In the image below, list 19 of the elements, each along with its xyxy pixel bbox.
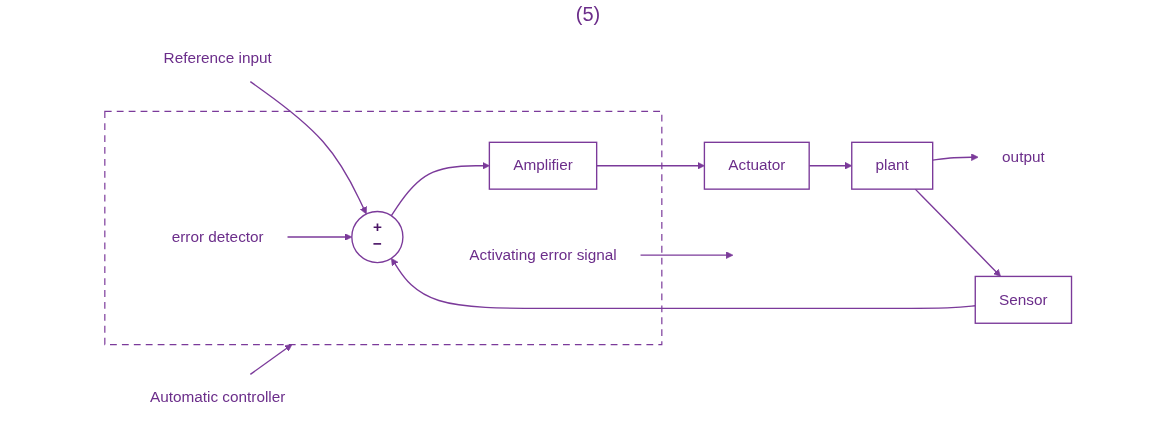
arrow bbox=[914, 188, 1001, 277]
arrow bbox=[390, 258, 976, 310]
leader-arrow bbox=[286, 233, 352, 241]
node-box: Actuator bbox=[703, 141, 810, 190]
node-circle: + − bbox=[350, 210, 404, 264]
node-box: Amplifier bbox=[488, 141, 598, 190]
node-text: output bbox=[1001, 148, 1045, 166]
node-text: error detector bbox=[171, 228, 264, 246]
leader-arrow bbox=[639, 251, 734, 259]
node-text: Reference input bbox=[163, 49, 272, 67]
node-box: Sensor bbox=[974, 275, 1072, 324]
cluster bbox=[104, 110, 663, 346]
arrow bbox=[390, 162, 490, 217]
arrow bbox=[249, 80, 367, 215]
leader-arrow bbox=[249, 344, 293, 375]
node-text: Automatic controller bbox=[149, 388, 286, 406]
diagram-title: (5) bbox=[574, 2, 602, 27]
node-text: Activating error signal bbox=[469, 246, 617, 264]
node-box: plant bbox=[850, 141, 934, 190]
